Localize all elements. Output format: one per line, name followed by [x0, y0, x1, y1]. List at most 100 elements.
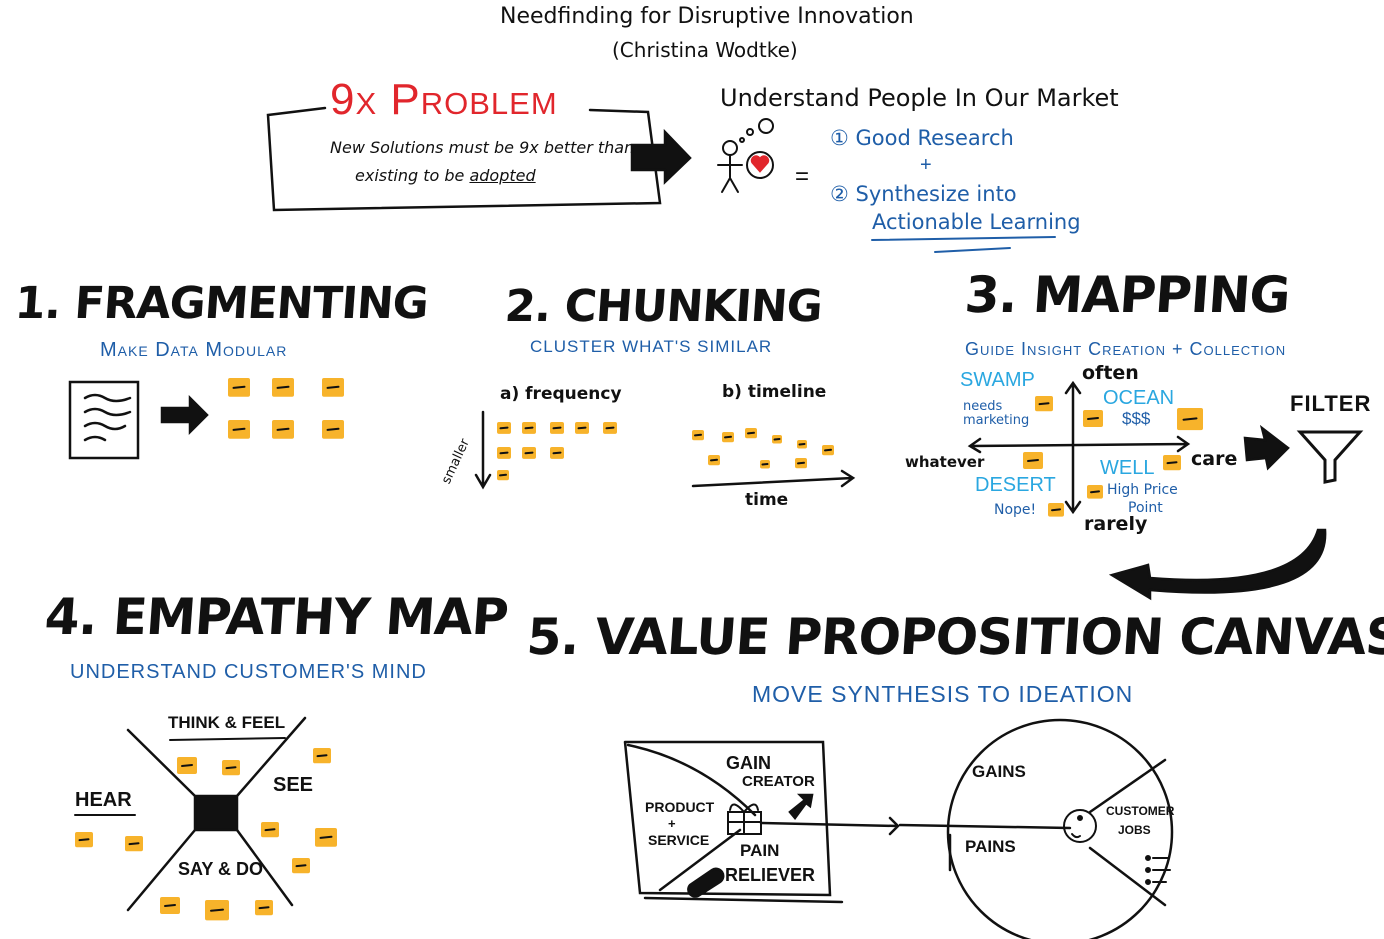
- curved-arrow-icon: [1108, 528, 1327, 601]
- plus-sign: +: [920, 154, 932, 176]
- underline: [871, 236, 1056, 253]
- desert-note: Nope!: [994, 502, 1037, 518]
- swamp-note: needs marketing: [963, 399, 1030, 429]
- section-fragmenting-title: 1. FRAGMENTING: [13, 278, 430, 329]
- list-icon: [1145, 855, 1171, 885]
- whatever-label: whatever: [905, 453, 985, 471]
- sticky-note-mark: [577, 426, 587, 430]
- ocean-label: OCEAN: [1103, 387, 1175, 409]
- well-note-1: High Price: [1107, 482, 1178, 498]
- step-synthesize: ② Synthesize into: [830, 182, 1017, 206]
- sticky-note-mark: [499, 426, 509, 430]
- sticky-note-mark: [798, 443, 806, 446]
- sticky-note-mark: [1027, 459, 1039, 462]
- problem-text-2b: adopted: [469, 166, 536, 185]
- equals-sign: =: [795, 163, 810, 190]
- sticky-note-mark: [710, 458, 718, 462]
- page-author: (Christina Wodtke): [612, 38, 798, 62]
- say-do-label: SAY & DO: [178, 859, 264, 879]
- section-value-title: 5. VALUE PROPOSITION CANVAS: [524, 608, 1384, 666]
- sticky-note-mark: [797, 461, 805, 465]
- desert-label: DESERT: [975, 474, 1056, 496]
- problem-text-1: New Solutions must be 9x better than: [330, 138, 635, 157]
- sticky-note-mark: [1090, 490, 1100, 494]
- hear-label: HEAR: [75, 789, 132, 811]
- service-label: SERVICE: [648, 832, 710, 848]
- sticky-note-mark: [1038, 402, 1050, 406]
- product-label: PRODUCT: [645, 799, 715, 815]
- connector-arrow: [759, 816, 1072, 836]
- sticky-note-mark: [164, 904, 176, 907]
- sticky-note-mark: [694, 433, 702, 437]
- document-icon: [68, 380, 140, 460]
- ocean-note: $$$: [1122, 409, 1151, 428]
- think-feel-label: THINK & FEEL: [168, 713, 286, 732]
- customer-profile-circle: [946, 718, 1174, 939]
- pain-reliever-label-2: RELIEVER: [725, 865, 816, 885]
- sticky-note-mark: [295, 864, 307, 868]
- up-arrow-icon: [788, 793, 814, 821]
- sticky-note-mark: [276, 385, 290, 389]
- page-title: Needfinding for Disruptive Innovation: [500, 4, 914, 29]
- arrow-right-icon: [160, 394, 209, 436]
- rarely-label: rarely: [1084, 513, 1148, 535]
- sticky-note-mark: [1051, 508, 1061, 512]
- sticky-note-mark: [181, 764, 193, 767]
- sticky-note-mark: [552, 426, 562, 430]
- well-note-2: Point: [1128, 500, 1163, 516]
- sticky-note-mark: [761, 463, 769, 466]
- sticky-note-mark: [232, 385, 246, 389]
- heart-icon: [750, 155, 770, 173]
- filter-label: FILTER: [1290, 391, 1372, 416]
- gift-icon: [727, 803, 762, 835]
- timeline-label: b) timeline: [722, 382, 827, 402]
- sticky-note-mark: [773, 438, 781, 441]
- section-fragmenting-subtitle: Make Data Modular: [100, 339, 288, 361]
- pain-reliever-label-1: PAIN: [740, 841, 780, 860]
- sticky-note-mark: [1182, 417, 1198, 421]
- gain-creator-label-1: GAIN: [726, 753, 771, 773]
- sticky-note-mark: [1087, 417, 1099, 420]
- sticky-note-mark: [326, 385, 340, 389]
- sticky-note-mark: [552, 451, 562, 455]
- funnel-icon: [1296, 430, 1364, 484]
- sticky-note-mark: [605, 426, 615, 430]
- time-axis: [691, 469, 856, 488]
- sticky-note-mark: [747, 431, 755, 435]
- sticky-note-mark: [225, 766, 237, 770]
- sticky-note-mark: [128, 842, 140, 846]
- product-plus: +: [668, 816, 676, 831]
- sticky-note-mark: [499, 473, 507, 477]
- swamp-label: SWAMP: [960, 369, 1035, 391]
- empathy-center: [193, 794, 239, 832]
- problem-text-2: existing to be adopted: [355, 168, 536, 184]
- understand-title: Understand People In Our Market: [720, 84, 1119, 112]
- customer-jobs-label-2: JOBS: [1118, 823, 1151, 837]
- time-label: time: [745, 490, 789, 510]
- sticky-note-mark: [1166, 461, 1178, 465]
- step-good-research: ① Good Research: [830, 126, 1014, 150]
- pill-icon: [687, 867, 725, 898]
- see-label: SEE: [273, 774, 314, 796]
- sticky-note-mark: [78, 838, 90, 842]
- empathy-lines: [126, 716, 307, 912]
- value-map-square: [623, 740, 844, 904]
- problem-text-2a: existing to be: [355, 166, 465, 185]
- section-empathy-title: 4. EMPATHY MAP: [42, 588, 510, 646]
- section-value-subtitle: MOVE SYNTHESIS TO IDEATION: [752, 681, 1134, 707]
- arrow-right-icon: [630, 128, 692, 185]
- stick-figure-icon: [717, 118, 774, 193]
- often-label: often: [1082, 362, 1139, 384]
- step-actionable: Actionable Learning: [872, 210, 1081, 234]
- sticky-note-mark: [232, 427, 246, 431]
- gain-creator-label-2: CREATOR: [742, 773, 815, 790]
- section-mapping-subtitle: Guide Insight Creation + Collection: [965, 339, 1287, 359]
- frequency-label: a) frequency: [500, 384, 622, 404]
- sticky-note-mark: [724, 435, 732, 439]
- vertical-axis: [1064, 380, 1082, 515]
- pains-label: PAINS: [965, 837, 1016, 856]
- axis-arrow: [474, 410, 492, 490]
- sticky-note-mark: [264, 828, 276, 832]
- sticky-note-mark: [258, 906, 270, 910]
